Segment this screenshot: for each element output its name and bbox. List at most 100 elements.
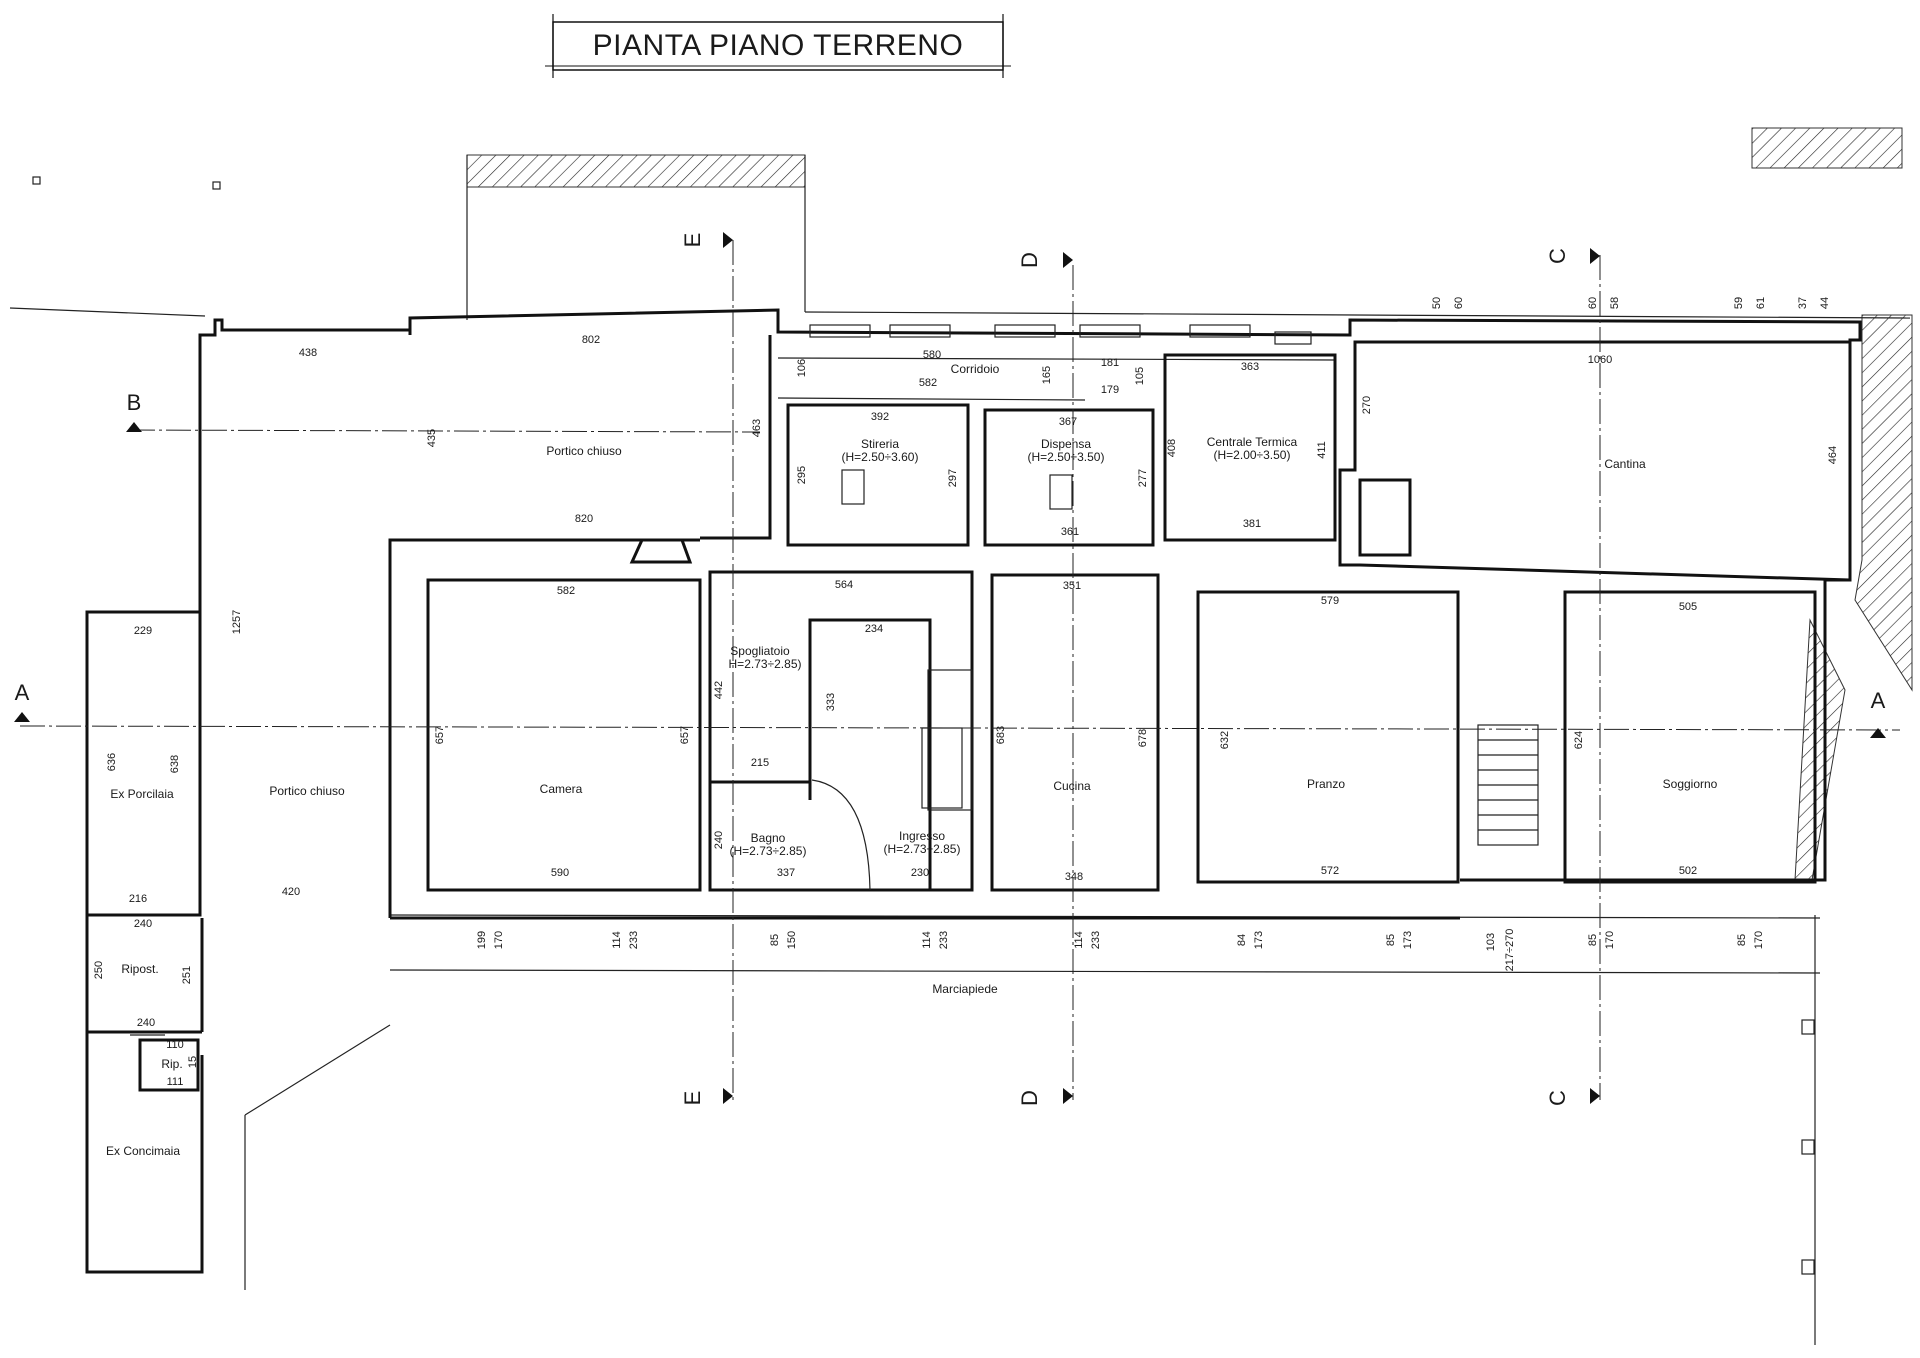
street-marciapiede: Marciapiede — [932, 982, 998, 996]
hatched-boundary-top — [466, 154, 806, 188]
room-soggiorno: Soggiorno — [1663, 777, 1718, 791]
dim: 173 — [1253, 931, 1265, 949]
section-label-e-bottom: E — [680, 1091, 705, 1106]
room-spogliatoio: Spogliatoio — [730, 644, 790, 658]
section-lines — [19, 240, 1901, 1100]
dim: 438 — [299, 347, 317, 359]
interior-walls — [130, 324, 1852, 1092]
room-rip: Rip. — [161, 1057, 182, 1071]
room-ripost: Ripost. — [121, 962, 158, 976]
dim: 638 — [169, 755, 181, 773]
dim: 165 — [1041, 366, 1053, 384]
dim: 270 — [1361, 396, 1373, 414]
hatched-boundary-right — [1854, 314, 1913, 692]
dim: 111 — [167, 1076, 184, 1088]
dim: 15 — [187, 1056, 199, 1068]
dim: 85 — [769, 934, 781, 946]
dim: 234 — [865, 623, 883, 635]
section-label-d-top: D — [1017, 252, 1042, 268]
dim: 61 — [1755, 297, 1767, 309]
section-label-c-bottom: C — [1545, 1090, 1570, 1106]
dim: 363 — [1241, 361, 1259, 373]
room-portico-chiuso-top: Portico chiuso — [546, 444, 622, 458]
dim: 114 — [1073, 931, 1085, 949]
dim: 215 — [751, 757, 769, 769]
dim: 106 — [796, 359, 808, 377]
dim: 337 — [777, 867, 795, 879]
dim: 233 — [628, 931, 640, 949]
room-dispensa: Dispensa — [1041, 437, 1091, 451]
dim: 229 — [134, 625, 152, 637]
dim: 181 — [1101, 357, 1119, 369]
dim: 295 — [796, 466, 808, 484]
hatched-boundary-topright — [1751, 127, 1903, 169]
dim: 58 — [1609, 297, 1621, 309]
dim: 333 — [825, 693, 837, 711]
dim: 84 — [1236, 934, 1248, 946]
dim: 233 — [1090, 931, 1102, 949]
dim: 233 — [938, 931, 950, 949]
dim: 392 — [871, 411, 889, 423]
room-labels: Portico chiuso Portico chiuso Corridoio … — [106, 362, 1718, 1158]
window-dimension-labels: 199 170 114 233 85 150 114 233 114 233 8… — [476, 929, 1765, 972]
dim: 170 — [1604, 931, 1616, 949]
title-box: PIANTA PIANO TERRENO — [545, 14, 1011, 78]
hatched-boundary-right-low — [1794, 618, 1846, 881]
dim: 580 — [923, 349, 941, 361]
survey-mark — [212, 181, 221, 190]
room-ingresso: Ingresso — [899, 829, 945, 843]
dim: 170 — [493, 931, 505, 949]
dim: 230 — [911, 867, 929, 879]
dim: 348 — [1065, 871, 1083, 883]
dim: 110 — [166, 1039, 184, 1051]
dim: 37 — [1797, 297, 1809, 309]
dim: 657 — [434, 726, 446, 744]
dim: 216 — [129, 893, 147, 905]
dim: 590 — [551, 867, 569, 879]
dim: 683 — [995, 726, 1007, 744]
dim: 150 — [786, 931, 798, 949]
dim: 381 — [1243, 518, 1261, 530]
room-centrale-termica: Centrale Termica — [1207, 435, 1298, 449]
room-ex-porcilaia: Ex Porcilaia — [110, 787, 174, 801]
room-stireria: Stireria — [861, 437, 899, 451]
section-arrow-icon — [723, 232, 733, 248]
dim: 636 — [106, 753, 118, 771]
dim: 572 — [1321, 865, 1339, 877]
dim: 1060 — [1588, 354, 1612, 366]
dim: 579 — [1321, 595, 1339, 607]
room-dispensa-height: (H=2.50÷3.50) — [1028, 450, 1105, 464]
dim: 361 — [1061, 526, 1079, 538]
dim: 60 — [1453, 297, 1465, 309]
dim: 60 — [1587, 297, 1599, 309]
dim: 367 — [1059, 416, 1077, 428]
dim: 442 — [713, 681, 725, 699]
room-cucina: Cucina — [1053, 779, 1091, 793]
section-label-e-top: E — [680, 233, 705, 248]
room-corridoio: Corridoio — [951, 362, 1000, 376]
dim: 240 — [134, 918, 152, 930]
dim: 240 — [137, 1017, 155, 1029]
dim: 173 — [1402, 931, 1414, 949]
dim: 564 — [835, 579, 853, 591]
section-label-d-bottom: D — [1017, 1090, 1042, 1106]
dim: 411 — [1316, 441, 1328, 459]
dim: 678 — [1137, 729, 1149, 747]
dim: 251 — [181, 966, 193, 984]
dim: 1257 — [231, 610, 243, 634]
dim: 657 — [679, 726, 691, 744]
dim: 114 — [921, 931, 933, 949]
dim: 199 — [476, 931, 488, 949]
dim: 624 — [1573, 731, 1585, 749]
dim: 50 — [1431, 297, 1443, 309]
dim: 820 — [575, 513, 593, 525]
section-arrow-icon — [1590, 248, 1600, 264]
dim: 217÷270 — [1504, 929, 1516, 972]
room-ingresso-height: (H=2.73÷2.85) — [884, 842, 961, 856]
section-arrow-icon — [1870, 728, 1886, 738]
dim: 582 — [557, 585, 575, 597]
dim: 505 — [1679, 601, 1697, 613]
dim: 103 — [1485, 933, 1497, 951]
section-arrow-icon — [1590, 1088, 1600, 1104]
